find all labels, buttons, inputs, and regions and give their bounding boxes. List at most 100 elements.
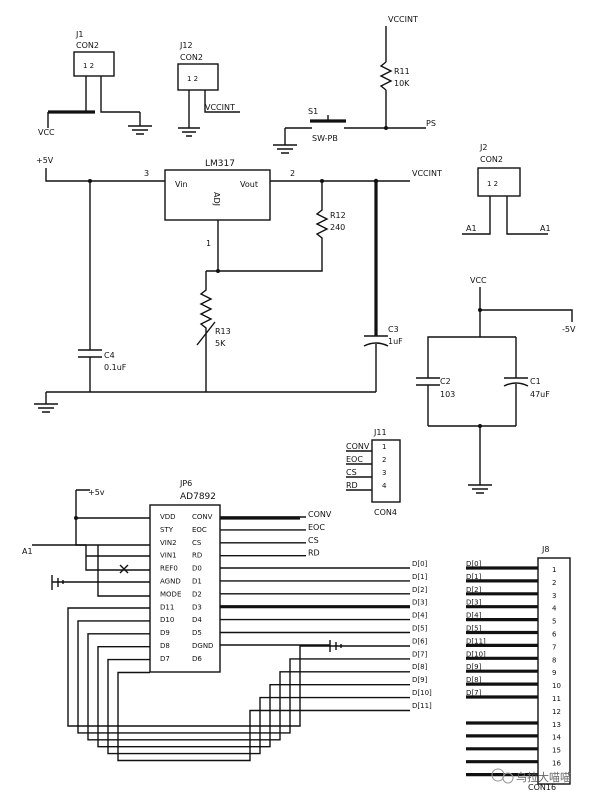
adc-left-pin: D7	[160, 655, 170, 663]
r12-ref: R12	[330, 211, 346, 220]
adc-right-pin: D0	[192, 565, 202, 573]
c4-value: 0.1uF	[104, 363, 127, 372]
r13-value: 5K	[215, 339, 226, 348]
j11-type: CON4	[374, 508, 397, 517]
adc-left-pin: D9	[160, 629, 170, 637]
regulator-lm317: +5V 3 2 VCCINT LM317 Vin Vout ADJ 1 R12 …	[34, 156, 442, 413]
j8-pin: 2	[552, 579, 556, 587]
j8-ref: J8	[541, 545, 549, 554]
j8-pin: 3	[552, 592, 556, 600]
ctrl-net-label: CS	[308, 536, 319, 545]
bus-left-label: D[1]	[412, 573, 428, 581]
j1-type: CON2	[76, 41, 99, 50]
reg-vin: Vin	[175, 180, 188, 189]
adc-right-pin: D3	[192, 603, 202, 611]
ctrl-net-label: CONV	[308, 510, 332, 519]
r11-ref: R11	[394, 67, 410, 76]
s1-net: PS	[426, 119, 436, 128]
bus-left-label: D[4]	[412, 612, 428, 620]
adc-right-pin: D6	[192, 655, 202, 663]
c2-ref: C2	[440, 377, 451, 386]
r11-value: 10K	[394, 79, 410, 88]
adc-right-pin: D4	[192, 616, 202, 624]
bus-left-label: D[7]	[412, 650, 428, 658]
reg-plus5v-label: +5V	[36, 156, 54, 165]
reg-vccint-label: VCCINT	[412, 169, 442, 178]
adc-left-pin: VIN1	[160, 552, 177, 560]
adc-right-pin: D1	[192, 578, 202, 586]
j8-pin: 10	[552, 682, 561, 690]
bus-left-label: D[8]	[412, 663, 428, 671]
reg-pin-adj: 1	[206, 239, 211, 248]
bus-right-label: D[10]	[466, 650, 486, 658]
j1-vcc-label: VCC	[38, 128, 55, 137]
j8-pin: 1	[552, 566, 556, 574]
j8-pin: 13	[552, 721, 561, 729]
bus-left-label: D[10]	[412, 689, 432, 697]
j2-type: CON2	[480, 155, 503, 164]
connector-j1: J1 CON2 1 2 VCC	[38, 30, 152, 137]
adc-left-pin: REF0	[160, 565, 178, 573]
j8-pin: 7	[552, 643, 556, 651]
bus-left-label: D[9]	[412, 676, 428, 684]
bus-right-label: D[11]	[466, 637, 486, 645]
j8-pin: 16	[552, 760, 561, 768]
bus-right-label: D[8]	[466, 676, 482, 684]
j11-signal: RD	[346, 481, 358, 490]
j8-pin: 4	[552, 605, 557, 613]
bus-right-label: D[0]	[466, 560, 482, 568]
bus-left-label: D[6]	[412, 637, 428, 645]
bus-right-label: D[4]	[466, 612, 482, 620]
adc-left-pin: AGND	[160, 578, 181, 586]
cap-vcc-label: VCC	[470, 276, 487, 285]
bus-right-label: D[7]	[466, 689, 482, 697]
j2-net-left: A1	[466, 224, 477, 233]
watermark-text: 乌拉大喵喵	[516, 770, 571, 784]
ctrl-net-label: RD	[308, 549, 320, 558]
j11-signal: CONV	[346, 442, 370, 451]
pushbutton-reset: VCCINT R11 10K S1 SW-PB PS	[273, 15, 436, 154]
bus-left-label: D[2]	[412, 586, 428, 594]
j11-signal: EOC	[346, 455, 363, 464]
reg-adj: ADJ	[212, 192, 221, 206]
adc-left-pin: MODE	[160, 590, 181, 598]
adc-ad7892: JP6 AD7892 +5v VDDSTYVIN2VIN1REF0AGNDMOD…	[22, 479, 342, 673]
j12-type: CON2	[180, 53, 203, 62]
j11-pin: 1	[382, 443, 386, 451]
bus-left-label: D[0]	[412, 560, 428, 568]
adc-right-pin: CONV	[192, 513, 213, 521]
data-bus: D[0]D[1]D[2]D[3]D[4]D[5]D[6]D[7]D[8]D[9]…	[67, 560, 538, 777]
c4-ref: C4	[104, 351, 115, 360]
bus-left-label: D[5]	[412, 625, 428, 633]
j8-pin: 11	[552, 695, 561, 703]
j11-pin: 2	[382, 456, 386, 464]
adc-right-pin: DGND	[192, 642, 213, 650]
j8-pin: 5	[552, 618, 556, 626]
watermark: 乌拉大喵喵	[491, 768, 571, 784]
c3-value: 1uF	[388, 337, 403, 346]
j8-type: CON16	[528, 783, 556, 792]
j8-pin: 9	[552, 669, 556, 677]
adc-a1-label: A1	[22, 547, 33, 556]
cap-minus5v-label: -5V	[562, 325, 576, 334]
c2-value: 103	[440, 390, 455, 399]
j12-vccint-label: VCCINT	[205, 103, 235, 112]
j8-pin: 14	[552, 734, 561, 742]
reg-part: LM317	[205, 159, 235, 169]
j1-ref: J1	[75, 30, 83, 39]
j11-pin: 3	[382, 469, 386, 477]
s1-type: SW-PB	[312, 134, 338, 143]
j11-pin: 4	[382, 482, 387, 490]
reg-pin-out: 2	[290, 169, 295, 178]
adc-right-pin: RD	[192, 552, 202, 560]
bus-left-label: D[11]	[412, 702, 432, 710]
j12-ref: J12	[179, 41, 193, 50]
adc-part: AD7892	[180, 492, 216, 502]
connector-j12: J12 CON2 1 2 VCCINT	[177, 41, 240, 137]
r11-vccint-label: VCCINT	[388, 15, 418, 24]
reg-pin-in: 3	[144, 169, 149, 178]
j11-signal: CS	[346, 468, 357, 477]
adc-left-pin: D10	[160, 616, 174, 624]
